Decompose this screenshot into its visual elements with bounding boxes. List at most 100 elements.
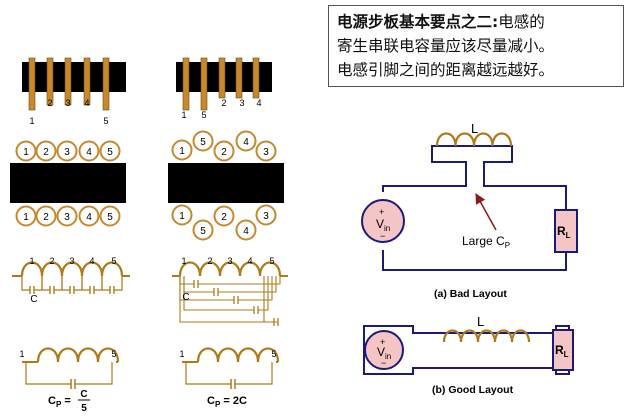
right-bottom-circle-4	[235, 219, 257, 241]
note-box: 电源步板基本要点之二:电感的 寄生串联电容量应该尽量减小。 电感引脚之间的距离越…	[328, 5, 624, 87]
right-top-circle-label-1: 1	[179, 146, 185, 157]
left-coil-label-1: 1	[29, 256, 34, 266]
right-bottom-circle-label-5: 3	[263, 211, 269, 222]
left-top-circle-2	[35, 140, 57, 162]
right-top-circle-3	[213, 140, 235, 162]
good-source-minus: −	[381, 358, 386, 368]
left-pin-header	[22, 57, 126, 111]
left-cp-numerator: C	[80, 389, 87, 400]
left-bottom-circle-label-1: 1	[23, 212, 29, 223]
right-coil-label-4: 4	[247, 256, 252, 266]
right-pin-label-3: 2	[221, 98, 226, 108]
left-simple-label-right: 5	[111, 349, 116, 359]
left-simple-winding	[36, 347, 120, 363]
right-bottom-circle-label-2: 5	[200, 226, 206, 237]
left-simple-label-left: 1	[19, 349, 24, 359]
right-pin-1	[182, 57, 190, 111]
right-bottom-circle-1	[171, 204, 193, 226]
good-load	[552, 329, 574, 371]
good-source	[364, 330, 404, 370]
right-pin-label-1: 1	[181, 110, 186, 120]
right-cap-wire-5	[179, 276, 278, 323]
left-cap-wire-2	[41, 276, 63, 291]
bad-inductor-coil	[435, 132, 513, 147]
right-pin-4	[235, 57, 243, 99]
right-circles-bottom: 1 5 2 4 3	[171, 204, 277, 241]
bad-inductor-label: L	[471, 121, 478, 136]
left-pin-label-5: 5	[103, 116, 108, 126]
left-cap-label: C	[30, 294, 37, 305]
bad-source-label: Vin	[376, 217, 390, 233]
good-coil-winding	[442, 329, 531, 343]
right-coil-label-5: 5	[269, 256, 274, 266]
left-bottom-circle-2	[35, 205, 57, 227]
right-inductor-body	[168, 163, 284, 203]
right-pin-header	[176, 57, 272, 111]
right-pin-label-5: 4	[256, 98, 261, 108]
right-cap-label: C	[182, 292, 189, 303]
right-coil-label-2: 2	[207, 256, 212, 266]
left-inductor-body	[10, 163, 126, 203]
left-pin-2	[46, 57, 54, 106]
bad-coil-winding	[435, 132, 513, 147]
left-bottom-circle-label-5: 5	[107, 212, 113, 223]
good-source-plus: +	[380, 337, 385, 347]
cap-arrow	[475, 193, 497, 231]
bad-layout-caption: (a) Bad Layout	[434, 288, 507, 300]
right-simple-label-left: 1	[179, 349, 184, 359]
right-top-circle-label-3: 2	[221, 147, 227, 158]
right-pin-3	[218, 57, 226, 99]
left-header-block	[22, 62, 126, 92]
right-bottom-circle-label-3: 2	[221, 212, 227, 223]
bad-source-plus: +	[379, 207, 384, 217]
right-bottom-circle-label-1: 1	[179, 211, 185, 222]
right-bottom-circle-5	[255, 204, 277, 226]
right-pin-label-2: 5	[201, 110, 206, 120]
right-cp-formula: CP = 2C	[207, 395, 247, 409]
right-pins	[182, 57, 260, 111]
left-pin-1	[28, 57, 36, 111]
left-pin-label-2: 2	[47, 98, 52, 108]
right-bottom-circle-3	[213, 205, 235, 227]
good-layout-caption: (b) Good Layout	[432, 384, 514, 396]
note-line-2: 寄生串联电容量应该尽量减小。	[337, 37, 555, 55]
right-coil-winding	[178, 261, 282, 277]
left-top-circle-3	[56, 140, 78, 162]
good-wire	[363, 325, 570, 375]
note-line-1: 电源步板基本要点之二:电感的	[337, 10, 615, 34]
left-cap-wire-3	[61, 276, 83, 291]
left-coil-label-4: 4	[89, 256, 94, 266]
left-bottom-circle-3	[56, 205, 78, 227]
left-top-circle-4	[78, 140, 100, 162]
left-top-circle-label-3: 3	[64, 147, 70, 158]
good-inductor-coil	[442, 329, 531, 343]
bad-source-minus: −	[380, 231, 385, 241]
right-top-circle-4	[235, 130, 257, 152]
bad-top-wire	[382, 145, 567, 210]
bad-bottom-wire	[382, 250, 567, 271]
bad-load-label: RL	[557, 224, 571, 240]
left-bottom-circle-5	[99, 205, 121, 227]
right-simple-winding	[196, 347, 280, 363]
right-cap-wire-1	[179, 276, 281, 285]
right-bottom-circle-label-4: 4	[243, 226, 249, 237]
right-top-circle-2	[192, 130, 214, 152]
left-top-circle-label-4: 4	[86, 147, 92, 158]
left-cap-wire-4	[81, 276, 103, 291]
right-top-circle-label-5: 3	[263, 147, 269, 158]
right-cap-wire-4	[183, 276, 269, 311]
left-pin-5	[102, 57, 110, 111]
right-top-circle-label-4: 4	[243, 137, 249, 148]
left-cap-wire-1	[21, 276, 43, 291]
right-pin-2	[200, 57, 208, 111]
right-coil-label-1: 1	[181, 256, 186, 266]
left-top-circle-label-1: 1	[23, 147, 29, 158]
left-bottom-circle-label-2: 2	[43, 212, 49, 223]
bad-source	[361, 199, 405, 243]
left-pin-label-3: 3	[65, 98, 70, 108]
right-pin-label-4: 3	[239, 98, 244, 108]
